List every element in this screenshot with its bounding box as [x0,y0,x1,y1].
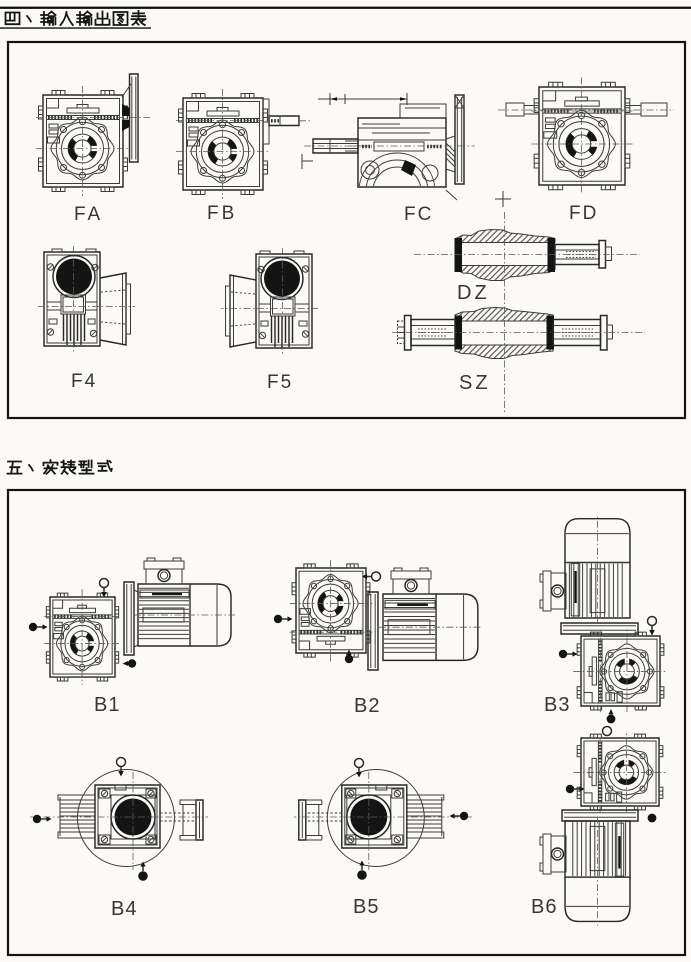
svg-text:B6: B6 [531,896,557,918]
svg-text:SZ: SZ [459,372,491,394]
svg-text:FA: FA [74,204,103,225]
svg-text:B3: B3 [544,694,570,716]
svg-text:DZ: DZ [457,282,490,304]
svg-text:FB: FB [207,203,237,224]
svg-text:F5: F5 [267,372,293,393]
svg-text:FD: FD [569,203,598,224]
svg-text:B5: B5 [353,896,379,918]
svg-text:B4: B4 [111,898,137,920]
svg-text:F4: F4 [71,371,97,392]
svg-text:B1: B1 [94,694,120,716]
svg-text:FC: FC [404,204,433,225]
svg-text:B2: B2 [354,695,380,717]
